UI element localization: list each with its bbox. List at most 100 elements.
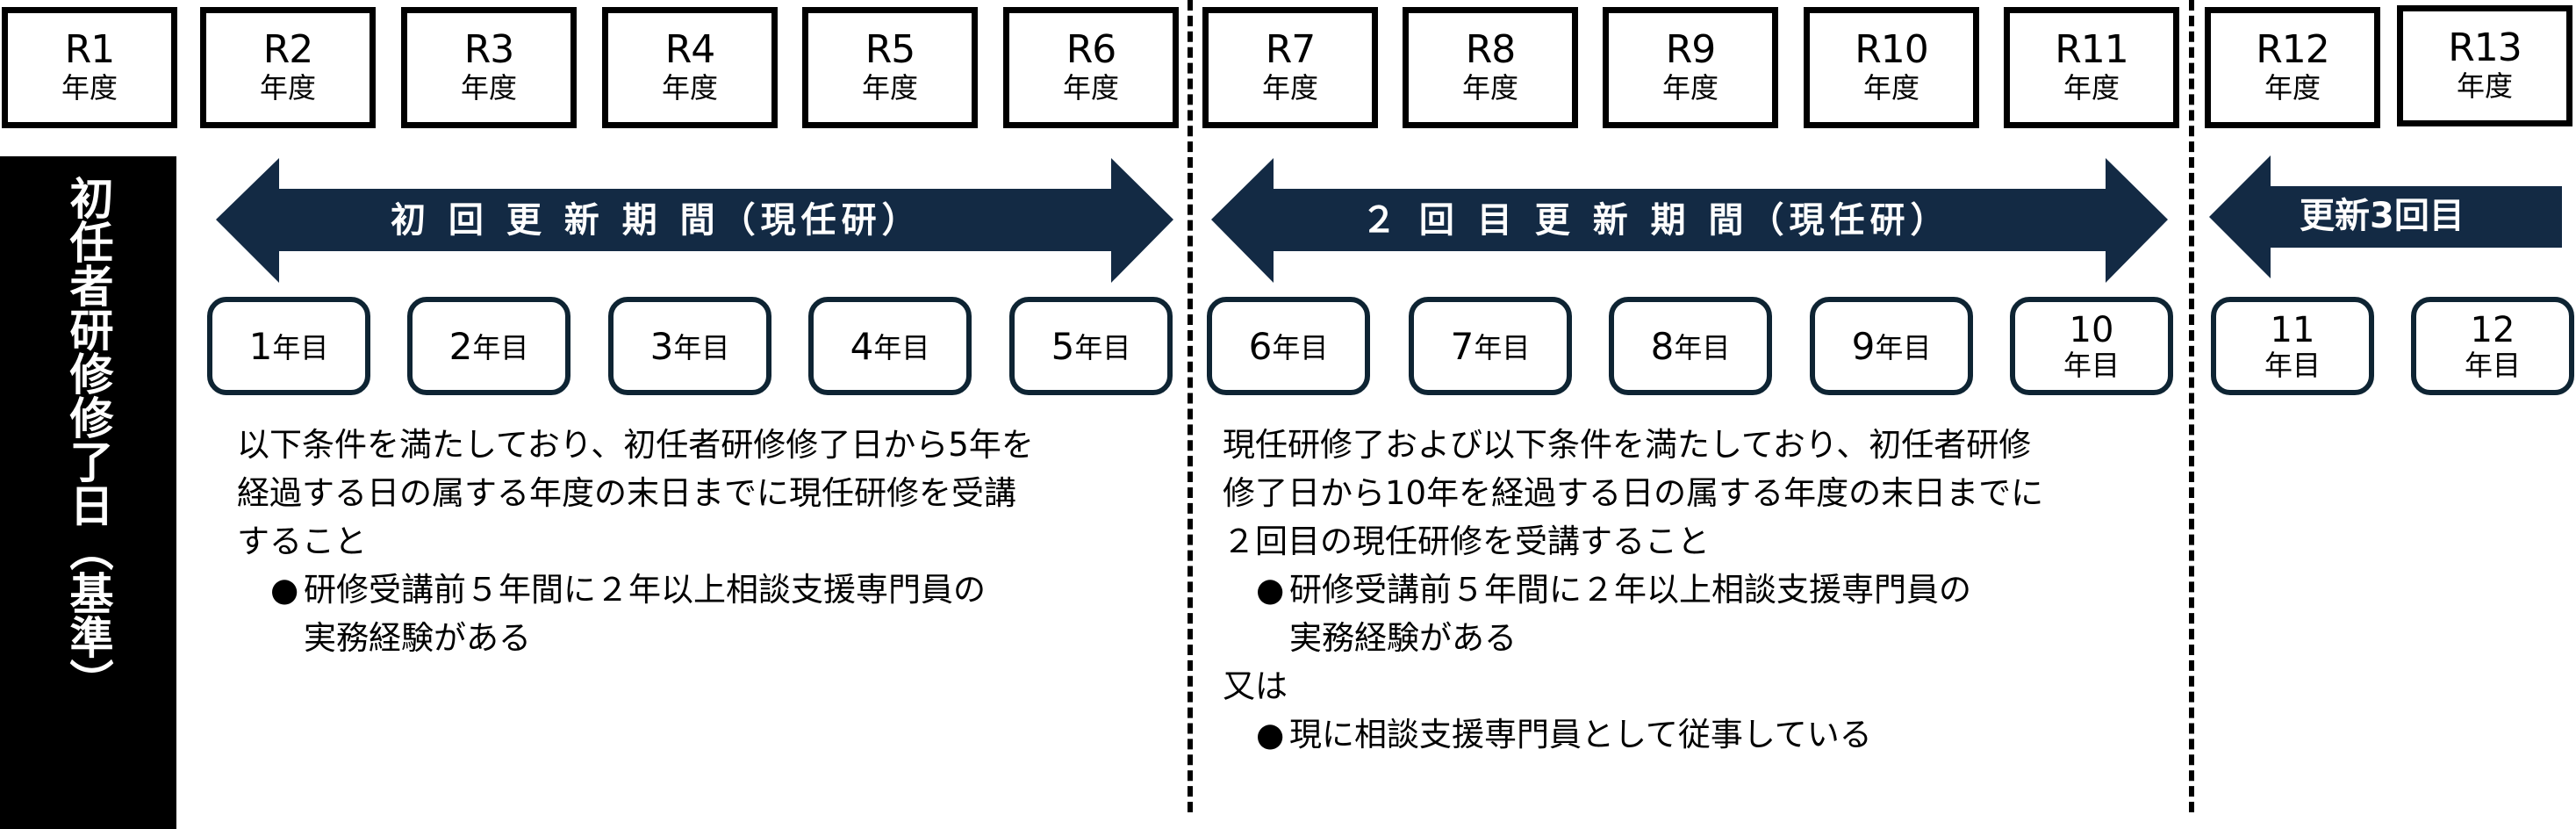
second-renewal-period-label: ２ 回 目 更 新 期 間（現任研） [1361,200,1951,241]
fiscal-year-unit: 年度 [661,71,718,105]
year-number: 10 [2069,310,2114,350]
year-unit: 年目 [873,331,930,364]
fiscal-year-unit: 年度 [2264,71,2321,105]
year-unit: 年目 [1074,331,1131,364]
first-renewal-conditions: 以下条件を満たしており、初任者研修修了日から5年を 経過する日の属する年度の末日… [237,421,1034,662]
bullet-icon: ● [1256,716,1285,753]
divider-dashed-line-2 [2189,0,2194,812]
year-number: 7 [1450,324,1475,368]
bullet-icon: ● [270,571,299,609]
or-label: 又は [1223,667,1288,705]
condition-line: 修了日から10年を経過する日の属する年度の末日までに [1223,474,2044,512]
year-unit: 年目 [272,331,329,364]
sidebar-baseline-label: 初任者研修修了日（基準） [0,156,176,829]
year-unit: 年目 [2063,349,2120,382]
bullet-text: 研修受講前５年間に２年以上相談支援専門員の [304,571,986,609]
fiscal-year-label: R7 [1265,27,1317,72]
year-number: 4 [850,324,874,368]
fiscal-year-unit: 年度 [2063,71,2120,105]
year-unit: 年目 [2464,349,2521,382]
fiscal-year-unit: 年度 [1461,71,1518,105]
bullet-continuation: 実務経験がある [1289,619,1517,657]
fiscal-year-label: R10 [1855,27,1929,72]
fiscal-year-unit: 年度 [1261,71,1318,105]
fiscal-year-label: R6 [1066,27,1117,72]
fiscal-year-label: R9 [1665,27,1717,72]
fiscal-year-label: R11 [2055,27,2129,72]
year-unit: 年目 [1272,331,1329,364]
year-unit: 年目 [2264,349,2321,382]
first-renewal-period-label: 初 回 更 新 期 間（現任研） [391,200,922,241]
year-number: 12 [2470,310,2515,350]
fiscal-year-unit: 年度 [61,71,118,105]
bullet-text: 研修受講前５年間に２年以上相談支援専門員の [1289,571,1971,609]
fiscal-year-label: R1 [64,27,116,72]
condition-bullet: ●現に相談支援専門員として従事している [1223,710,2043,759]
year-unit: 年目 [673,331,730,364]
bullet-icon: ● [1256,571,1285,609]
fiscal-year-unit: 年度 [1062,71,1119,105]
year-number: 2 [448,324,473,368]
fiscal-year-label: R12 [2256,27,2330,72]
year-number: 3 [649,324,674,368]
fiscal-year-label: R5 [865,27,916,72]
fiscal-year-label: R8 [1465,27,1517,72]
year-number: 5 [1051,324,1075,368]
fiscal-year-label: R4 [664,27,716,72]
fiscal-year-unit: 年度 [1661,71,1719,105]
second-renewal-period-arrow [1211,158,2168,283]
bullet-continuation: 実務経験がある [304,619,531,657]
year-unit: 年目 [1674,331,1731,364]
condition-line: すること [237,523,367,560]
fiscal-year-unit: 年度 [861,71,918,105]
bullet-text: 現に相談支援専門員として従事している [1289,716,1872,753]
condition-bullet: ●研修受講前５年間に２年以上相談支援専門員の [1223,566,2043,614]
year-unit: 年目 [1474,331,1531,364]
fiscal-year-unit: 年度 [1862,71,1919,105]
year-number: 6 [1248,324,1273,368]
fiscal-year-label: R2 [262,27,314,72]
first-renewal-period-arrow [216,158,1173,283]
divider-dashed-line-1 [1188,0,1193,812]
condition-line: 現任研修了および以下条件を満たしており、初任者研修 [1223,426,2032,464]
condition-line: 経過する日の属する年度の末日までに現任研修を受講 [237,474,1016,512]
third-renewal-label: 更新3回目 [2300,196,2465,236]
condition-line: ２回目の現任研修を受講すること [1223,523,1710,560]
year-unit: 年目 [472,331,529,364]
condition-bullet: ●研修受講前５年間に２年以上相談支援専門員の [237,566,1034,614]
year-number: 1 [248,324,273,368]
year-number: 9 [1851,324,1876,368]
year-unit: 年目 [1875,331,1932,364]
fiscal-year-unit: 年度 [460,71,517,105]
fiscal-year-label: R3 [463,27,515,72]
second-renewal-conditions: 現任研修了および以下条件を満たしており、初任者研修 修了日から10年を経過する日… [1223,421,2043,759]
fiscal-year-unit: 年度 [259,71,316,105]
fiscal-year-label: R13 [2448,25,2522,70]
fiscal-year-unit: 年度 [2456,69,2513,103]
